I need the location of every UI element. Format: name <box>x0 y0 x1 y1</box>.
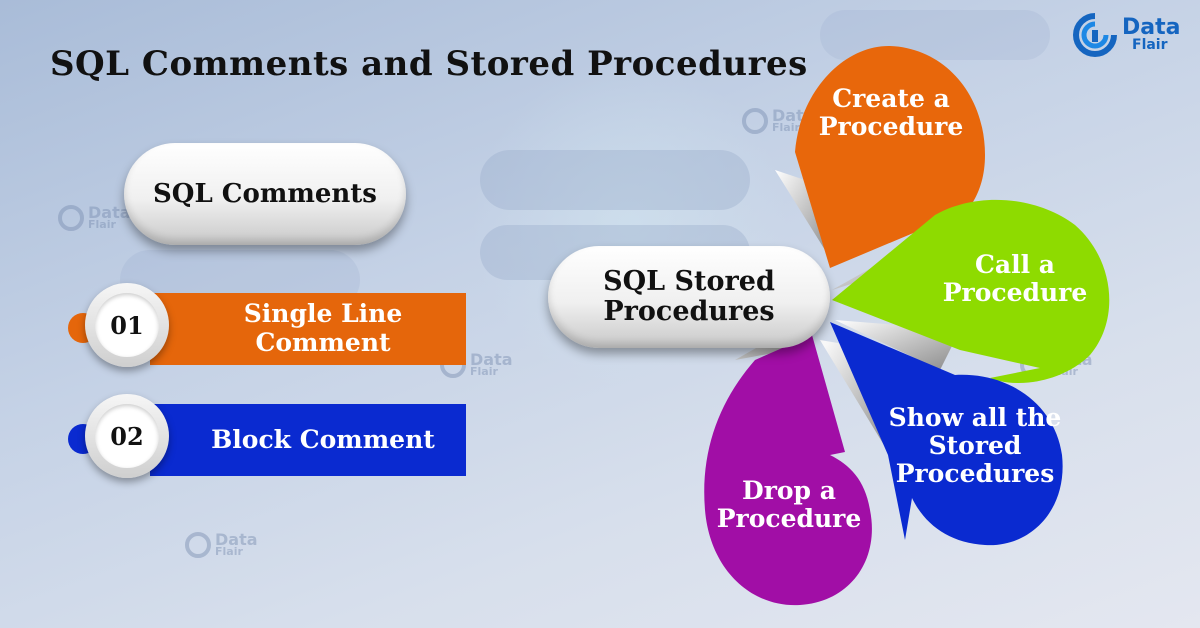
show-stored-procedures-label: Show all the Stored Procedures <box>888 403 1062 488</box>
number-badge-02: 02 <box>85 394 169 478</box>
create-procedure-label: Create a Procedure <box>818 84 964 141</box>
drop-procedure-petal[interactable] <box>704 335 872 606</box>
sql-stored-procedures-center: SQL Stored Procedures <box>548 246 830 348</box>
watermark-subtext: Flair <box>88 218 116 232</box>
block-comment-bar: Block Comment <box>150 404 466 476</box>
number-text-02: 02 <box>95 404 159 468</box>
watermark-subtext: Flair <box>772 121 800 135</box>
show-stored-procedures-petal[interactable] <box>830 322 1063 546</box>
call-procedure-label: Call a Procedure <box>942 250 1088 307</box>
watermark-text: Data <box>470 349 513 369</box>
create-procedure-petal[interactable] <box>795 45 985 268</box>
single-line-comment-label: Single Line Comment <box>243 299 403 357</box>
sql-comments-heading: SQL Comments <box>124 143 406 245</box>
watermark-subtext: Flair <box>215 545 243 559</box>
petal-sheen <box>775 170 830 258</box>
center-label: SQL Stored Procedures <box>603 266 775 327</box>
background-server-decoration <box>820 10 1050 60</box>
number-badge-01: 01 <box>85 283 169 367</box>
page-title: SQL Comments and Stored Procedures <box>50 44 808 84</box>
logo-text: Data <box>1122 14 1181 40</box>
background-server-decoration <box>480 150 750 210</box>
watermark-icon <box>185 532 211 558</box>
watermark-icon <box>58 205 84 231</box>
brand-logo[interactable]: Data Flair <box>1072 12 1180 58</box>
drop-procedure-label: Drop a Procedure <box>716 476 862 533</box>
watermark-text: Data <box>215 529 258 549</box>
call-procedure-petal[interactable] <box>832 199 1110 384</box>
dataflair-logo-icon <box>1073 13 1117 57</box>
single-line-comment-bar: Single Line Comment <box>150 293 466 365</box>
logo-subtext: Flair <box>1132 36 1168 53</box>
watermark-subtext: Flair <box>470 365 498 379</box>
petal-sheen <box>820 340 890 455</box>
number-text-01: 01 <box>95 293 159 357</box>
watermark-text: Data <box>88 202 131 222</box>
watermark-icon <box>742 108 768 134</box>
block-comment-label: Block Comment <box>211 424 435 454</box>
